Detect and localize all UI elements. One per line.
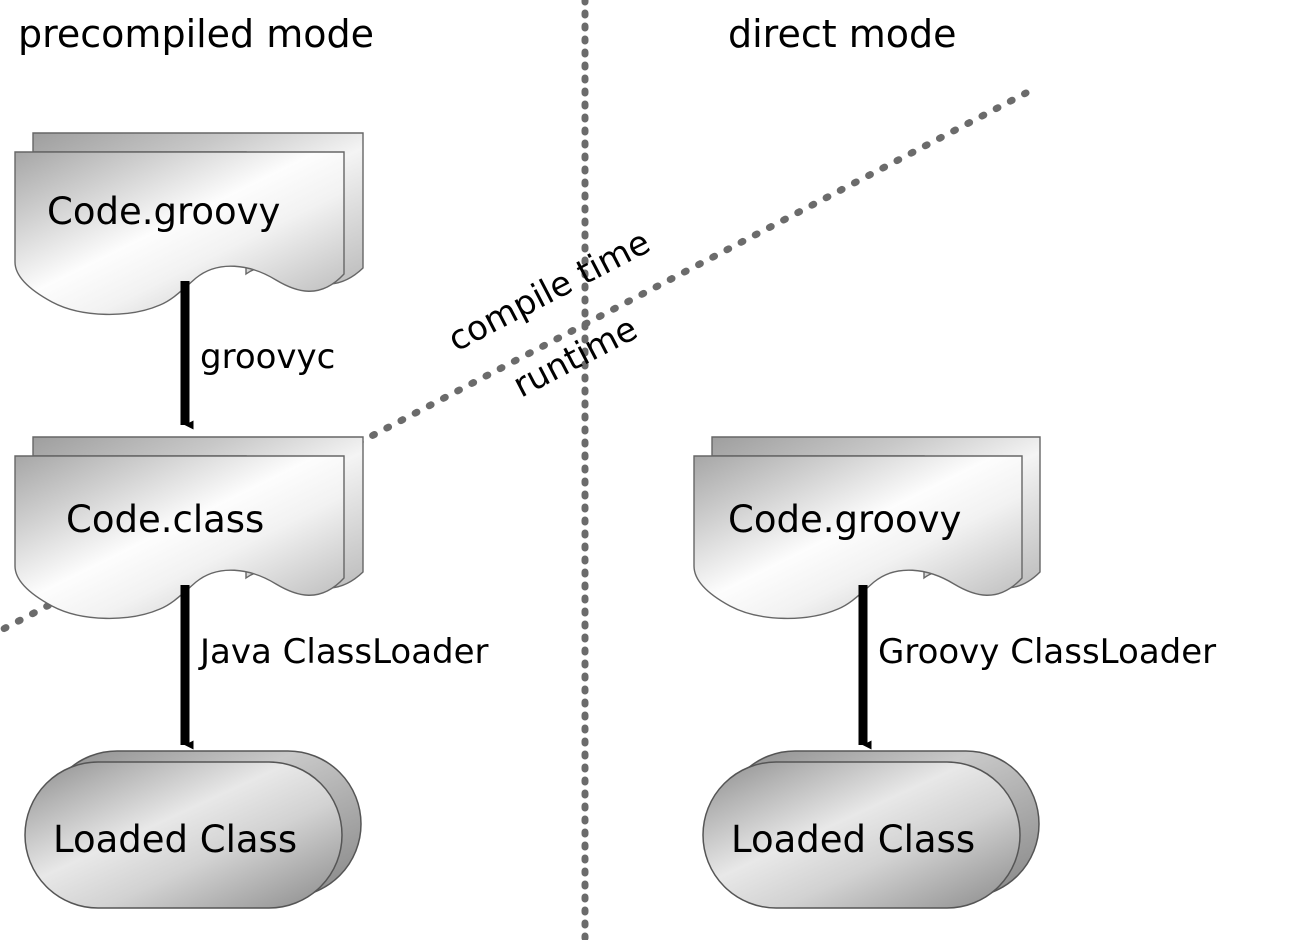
stadium-front-sheet [702,761,1021,909]
node-label-left-source: Code.groovy [47,190,280,233]
edge-left-groovyc: groovyc [180,281,335,430]
edge-left-java-classloader: Java ClassLoader [180,585,489,750]
document-front-sheet [14,151,345,316]
node-label-left-loaded: Loaded Class [53,818,297,861]
node-label-right-source: Code.groovy [728,498,961,541]
edge-label-groovy-classloader: Groovy ClassLoader [878,632,1216,672]
title-direct-mode: direct mode [728,12,956,56]
node-label-left-class: Code.class [66,498,264,541]
edge-label-java-classloader: Java ClassLoader [198,632,489,672]
node-label-right-loaded: Loaded Class [731,818,975,861]
node-right-loaded[interactable]: Loaded Class [702,750,1040,909]
node-left-class[interactable]: Code.class [14,436,364,620]
title-precompiled-mode: precompiled mode [18,12,374,56]
node-right-source[interactable]: Code.groovy [693,436,1041,620]
node-left-loaded[interactable]: Loaded Class [24,750,362,909]
edge-right-groovy-classloader: Groovy ClassLoader [858,585,1216,750]
stadium-front-sheet [24,761,343,909]
edge-label-groovyc: groovyc [200,337,335,377]
